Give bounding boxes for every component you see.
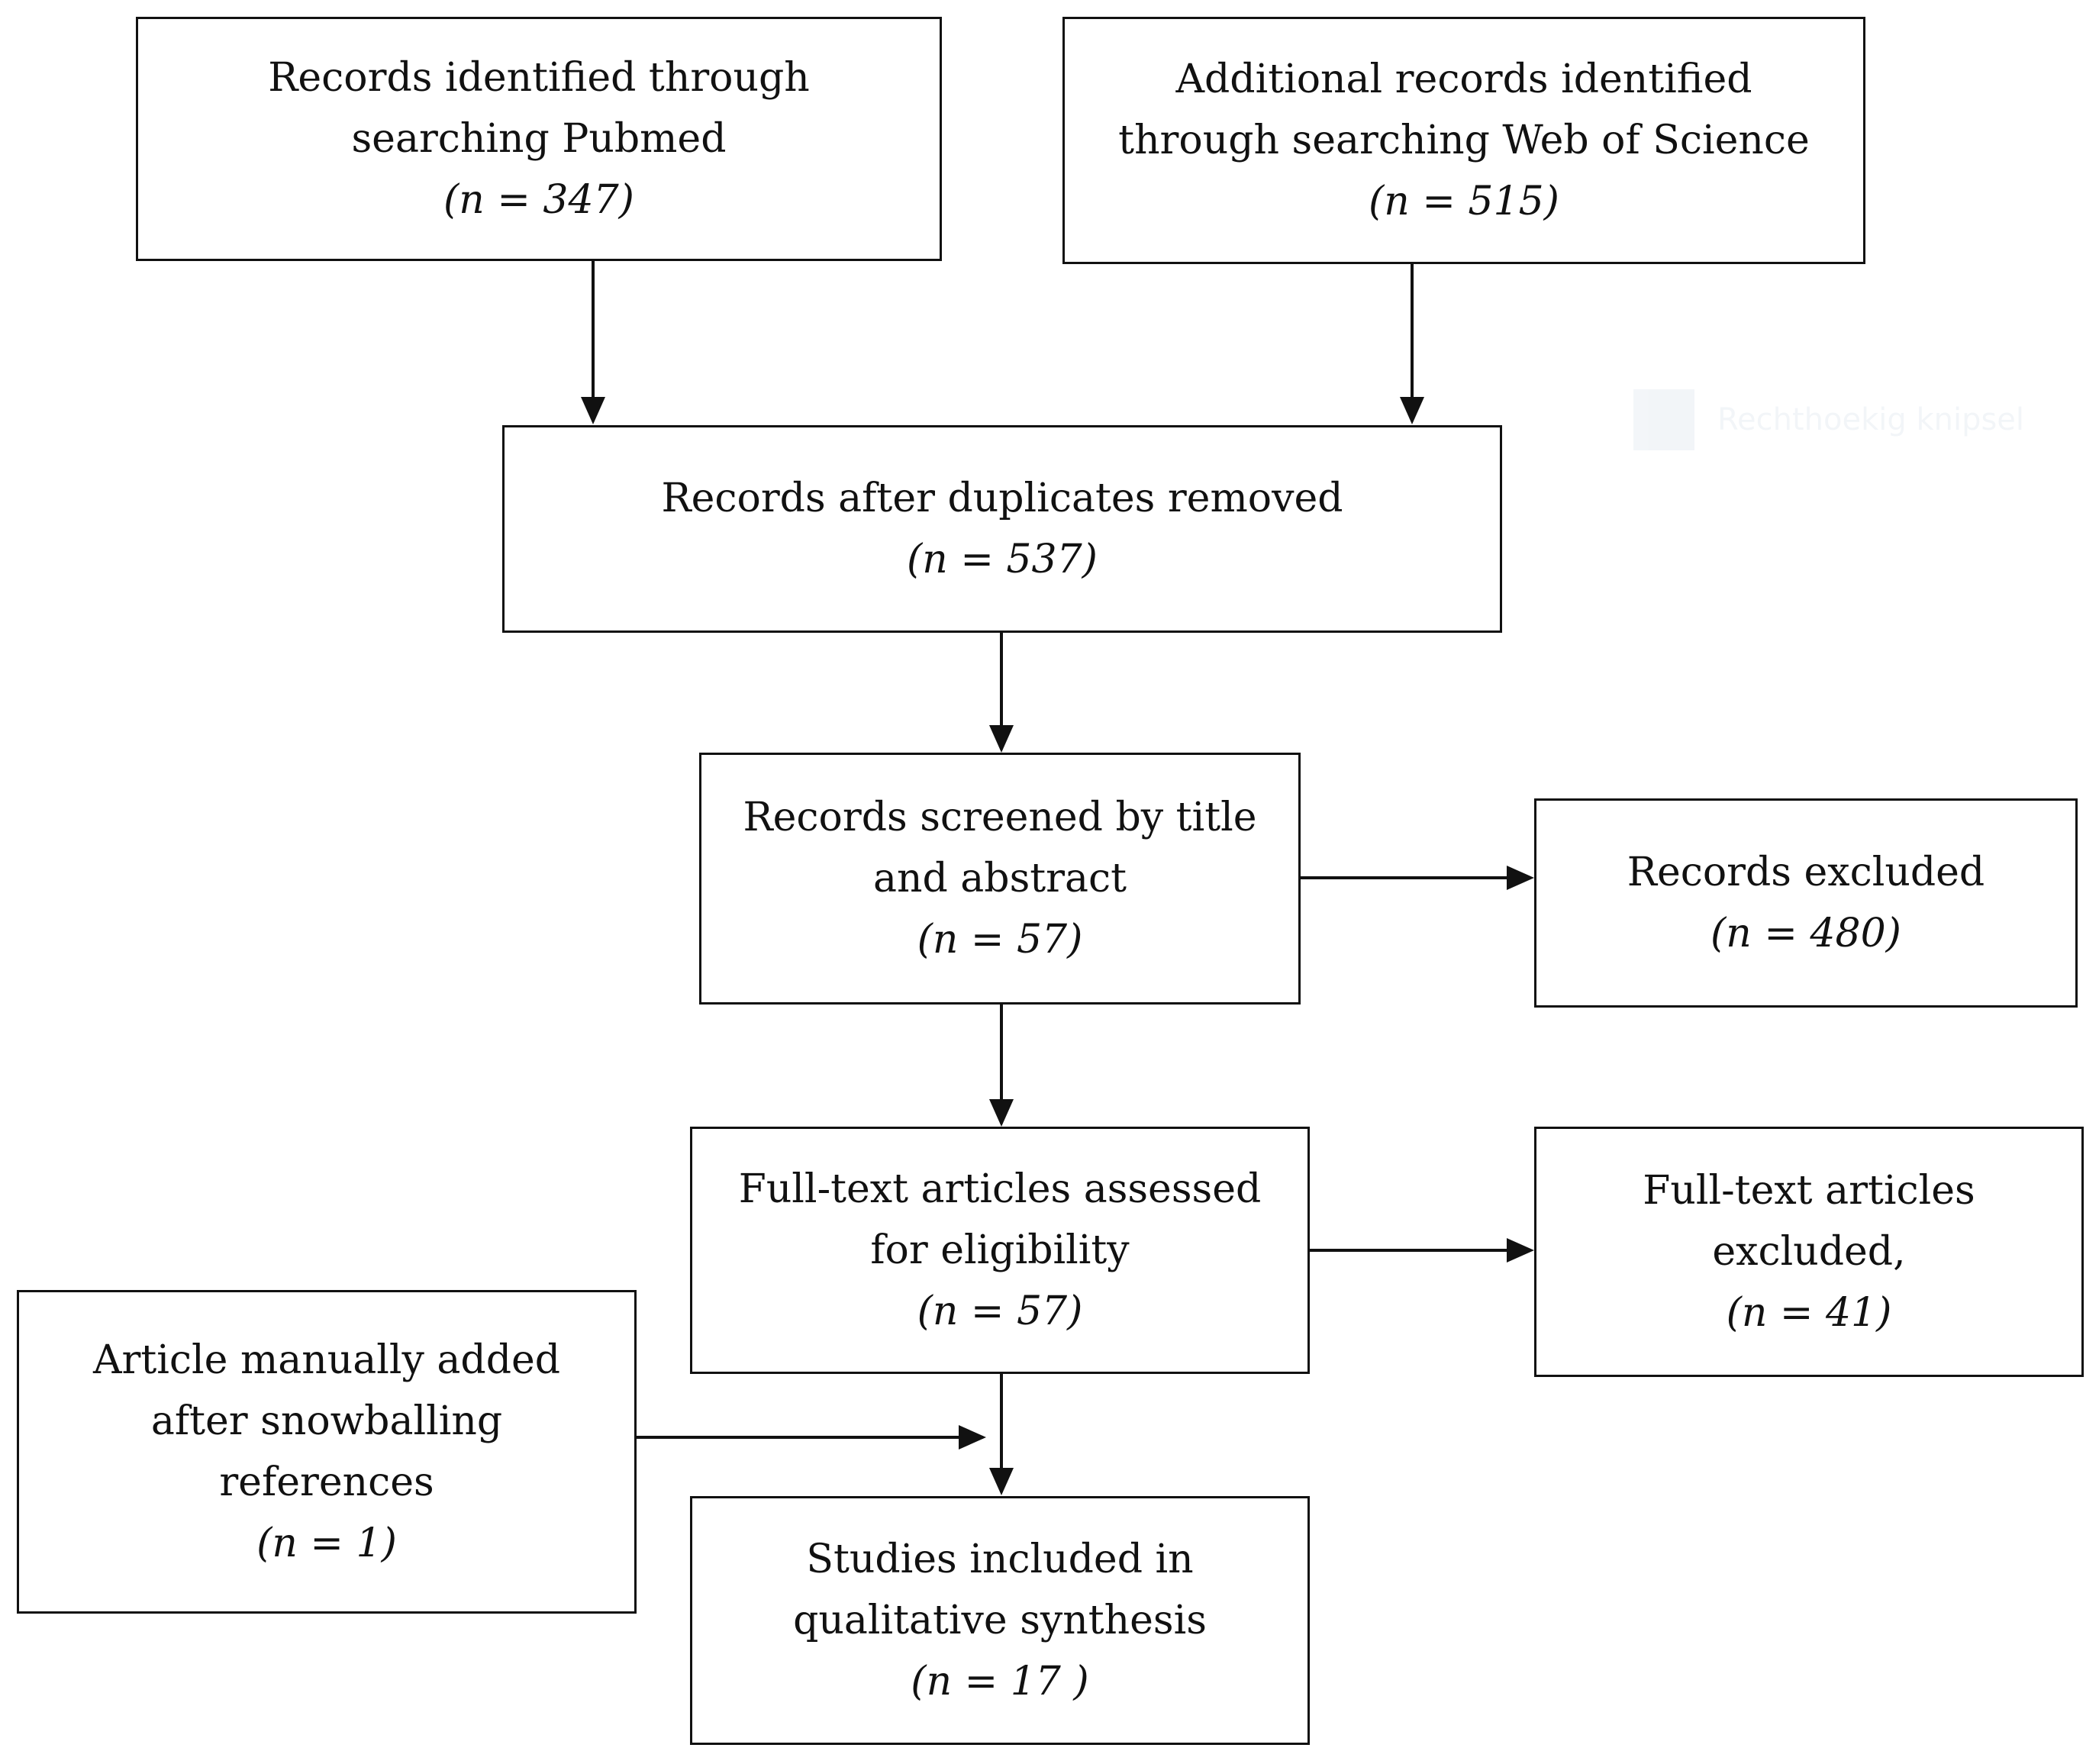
arrowhead xyxy=(959,1425,986,1450)
arrowhead xyxy=(1507,866,1534,890)
clip-icon xyxy=(1633,389,1694,450)
box-line: Additional records identified xyxy=(1175,56,1752,102)
records-excluded-box: Records excluded (n = 480) xyxy=(1534,798,2078,1008)
arrowhead xyxy=(989,725,1014,753)
record-count: (n = 41) xyxy=(1726,1290,1892,1336)
box-line: Records after duplicates removed xyxy=(661,476,1343,521)
box-line: for eligibility xyxy=(870,1227,1130,1273)
screened-records-box: Records screened by title and abstract (… xyxy=(699,753,1301,1005)
arrowhead xyxy=(1507,1238,1534,1263)
record-count: (n = 480) xyxy=(1710,911,1901,956)
manually-added-box: Article manually added after snowballing… xyxy=(17,1290,637,1614)
box-line: Studies included in xyxy=(806,1537,1194,1582)
box-line: and abstract xyxy=(872,856,1127,901)
box-line: qualitative synthesis xyxy=(793,1598,1207,1643)
fulltext-excluded-box: Full-text articles excluded, (n = 41) xyxy=(1534,1127,2084,1377)
record-count: (n = 57) xyxy=(917,917,1083,963)
arrowhead xyxy=(581,397,605,424)
box-line: Full-text articles xyxy=(1643,1168,1975,1214)
box-line: through searching Web of Science xyxy=(1118,118,1810,163)
duplicates-removed-box: Records after duplicates removed (n = 53… xyxy=(502,425,1502,633)
watermark-text: Rechthoekig knipsel xyxy=(1717,402,2025,437)
arrowhead xyxy=(1400,397,1424,424)
studies-included-box: Studies included in qualitative synthesi… xyxy=(690,1496,1310,1745)
box-line: after snowballing xyxy=(150,1398,503,1444)
box-line: Records identified through xyxy=(268,55,810,101)
arrowhead xyxy=(989,1099,1014,1127)
record-count: (n = 347) xyxy=(443,177,634,223)
box-line: excluded, xyxy=(1712,1229,1906,1275)
fulltext-assessed-box: Full-text articles assessed for eligibil… xyxy=(690,1127,1310,1374)
record-count: (n = 515) xyxy=(1369,179,1559,224)
record-count: (n = 1) xyxy=(256,1521,397,1566)
box-line: searching Pubmed xyxy=(351,116,727,162)
record-count: (n = 57) xyxy=(917,1288,1083,1334)
box-line: Records screened by title xyxy=(743,795,1257,840)
web-of-science-records-box: Additional records identified through se… xyxy=(1062,17,1865,264)
arrowhead xyxy=(989,1468,1014,1495)
box-line: references xyxy=(219,1459,434,1505)
box-line: Article manually added xyxy=(92,1337,561,1383)
record-count: (n = 537) xyxy=(907,537,1098,582)
box-line: Full-text articles assessed xyxy=(738,1166,1262,1212)
record-count: (n = 17 ) xyxy=(911,1659,1089,1704)
faint-watermark: Rechthoekig knipsel xyxy=(1633,389,2091,450)
box-line: Records excluded xyxy=(1627,850,1985,895)
pubmed-records-box: Records identified through searching Pub… xyxy=(136,17,942,261)
